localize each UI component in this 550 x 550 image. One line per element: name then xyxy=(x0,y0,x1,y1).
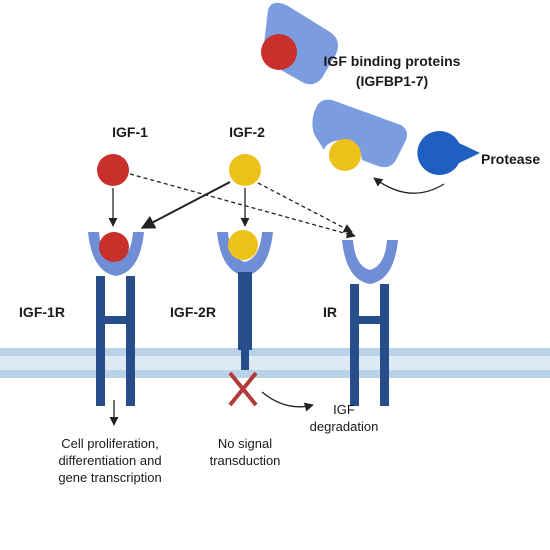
igf2-bound-ligand xyxy=(329,139,361,171)
igf1r-label: IGF-1R xyxy=(19,304,65,320)
igf2-to-ir-arrow xyxy=(257,182,353,233)
igf1-label: IGF-1 xyxy=(112,124,148,140)
igf1r-outcome-line2: differentiation and xyxy=(58,453,161,468)
igf1r-outcome-line1: Cell proliferation, xyxy=(61,436,159,451)
igf1r-outcome-line3: gene transcription xyxy=(58,470,161,485)
cell-membrane xyxy=(0,348,550,378)
igf2-label: IGF-2 xyxy=(229,124,265,140)
igfbp-label-line2: (IGFBP1-7) xyxy=(356,73,428,89)
igf2-to-igf1r-arrow xyxy=(140,181,231,229)
binding-arrows xyxy=(108,173,356,239)
igfbp-label-line1: IGF binding proteins xyxy=(324,53,461,69)
igf2r-outcome-line1: No signal xyxy=(218,436,272,451)
pacman-protease-icon xyxy=(417,131,480,175)
igf1r-bound-igf1 xyxy=(99,232,129,262)
igf2r-receptor xyxy=(217,230,273,370)
ir-label: IR xyxy=(323,304,337,320)
igf1-bound-ligand xyxy=(261,34,297,70)
degradation-arrow xyxy=(261,391,314,412)
protease-arrow xyxy=(373,177,445,194)
igf1r-receptor xyxy=(88,232,144,406)
igf2-ligand xyxy=(229,154,261,186)
igf-binding-protein-bottom xyxy=(312,99,407,171)
degradation-line2: degradation xyxy=(310,419,379,434)
protease-label: Protease xyxy=(481,151,540,167)
degradation-line1: IGF xyxy=(333,402,355,417)
protease xyxy=(373,131,480,194)
igf2r-bound-igf2 xyxy=(228,230,258,260)
ir-receptor xyxy=(342,240,398,406)
x-cross-icon xyxy=(228,371,258,407)
igf1-to-ir-arrow xyxy=(129,173,356,239)
igf-binding-protein-top xyxy=(261,2,338,85)
igf2r-label: IGF-2R xyxy=(170,304,216,320)
igf2r-outcome-line2: transduction xyxy=(210,453,281,468)
igf1-ligand xyxy=(97,154,129,186)
